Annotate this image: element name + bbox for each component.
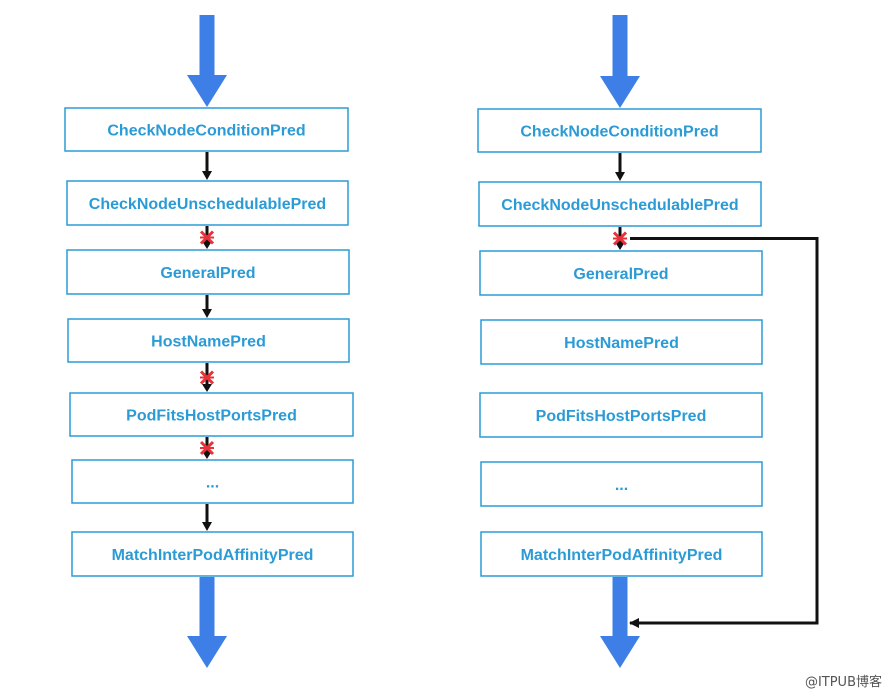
left-pass-arrow: [202, 152, 212, 180]
right-flow: CheckNodeConditionPredCheckNodeUnschedul…: [477, 15, 819, 668]
left-pass-arrow: [202, 504, 212, 531]
right-pass-arrow: [615, 153, 625, 181]
left-pass-arrow: [202, 295, 212, 318]
left-fail-connector: [199, 437, 215, 459]
left-flow: CheckNodeConditionPredCheckNodeUnschedul…: [64, 15, 354, 668]
step-label: CheckNodeConditionPred: [520, 124, 718, 141]
step-label: HostNamePred: [151, 334, 266, 351]
right-entry-arrow: [600, 15, 640, 108]
left-step-box-checknodeconditionpred: CheckNodeConditionPred: [64, 107, 349, 152]
left-step-box-matchinterpodaffinitypred: MatchInterPodAffinityPred: [71, 531, 354, 577]
step-label: CheckNodeUnschedulablePred: [501, 197, 738, 214]
right-step-box-checknodeunschedulablepred: CheckNodeUnschedulablePred: [478, 181, 762, 227]
left-step-box-hostnamepred: HostNamePred: [67, 318, 350, 363]
right-bypass-arrow: [629, 237, 819, 628]
right-step-box-ellipsis: ...: [480, 461, 763, 507]
step-label: CheckNodeUnschedulablePred: [89, 196, 326, 213]
right-step-box-generalpred: GeneralPred: [479, 250, 763, 296]
left-fail-cross-icon: [199, 440, 215, 456]
left-fail-connector: [199, 226, 215, 249]
step-label: GeneralPred: [573, 266, 668, 283]
left-step-box-podfitshostportspred: PodFitsHostPortsPred: [69, 392, 354, 437]
left-fail-cross-icon: [199, 230, 215, 245]
left-step-box-ellipsis: ...: [71, 459, 354, 504]
left-fail-connector: [199, 363, 215, 392]
right-fail-cross-icon: [612, 231, 628, 246]
step-label: CheckNodeConditionPred: [107, 123, 305, 140]
left-entry-arrow: [187, 15, 227, 107]
right-exit-arrow: [600, 577, 640, 668]
right-step-box-checknodeconditionpred: CheckNodeConditionPred: [477, 108, 762, 153]
right-step-box-podfitshostportspred: PodFitsHostPortsPred: [479, 392, 763, 438]
right-step-box-hostnamepred: HostNamePred: [480, 319, 763, 365]
right-step-box-matchinterpodaffinitypred: MatchInterPodAffinityPred: [480, 531, 763, 577]
step-label: GeneralPred: [160, 265, 255, 282]
step-label: HostNamePred: [564, 335, 679, 352]
watermark-text: @ITPUB博客: [804, 675, 882, 690]
step-label: MatchInterPodAffinityPred: [521, 547, 723, 564]
left-step-box-generalpred: GeneralPred: [66, 249, 350, 295]
step-label: MatchInterPodAffinityPred: [112, 547, 314, 564]
left-fail-cross-icon: [199, 370, 215, 385]
step-label: PodFitsHostPortsPred: [536, 408, 707, 425]
step-label: PodFitsHostPortsPred: [126, 408, 297, 425]
left-exit-arrow: [187, 577, 227, 668]
step-label: ...: [615, 477, 628, 494]
right-fail-connector: [612, 227, 628, 250]
left-step-box-checknodeunschedulablepred: CheckNodeUnschedulablePred: [66, 180, 349, 226]
step-label: ...: [206, 475, 219, 492]
